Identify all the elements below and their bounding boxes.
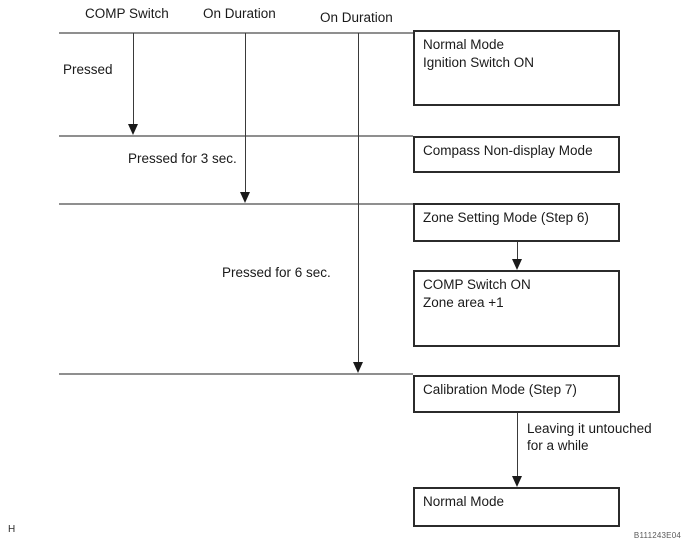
box-text-line1: COMP Switch ON [423, 277, 531, 292]
box-compass-non-display: Compass Non-display Mode [413, 136, 620, 173]
arrow-shaft [517, 242, 518, 262]
arrow-pressed-3sec [240, 33, 251, 203]
timeline-rule-3 [59, 203, 413, 205]
box-text-line1: Normal Mode [423, 37, 505, 52]
label-leaving-untouched-line2: for a while [527, 438, 589, 454]
box-text-line1: Compass Non-display Mode [423, 143, 593, 158]
timeline-rule-1 [59, 32, 413, 34]
label-pressed-6sec: Pressed for 6 sec. [222, 265, 331, 280]
box-text-line2: Ignition Switch ON [423, 54, 535, 70]
arrow-calibration-to-normal [512, 413, 523, 487]
column-label-comp-switch: COMP Switch [85, 6, 169, 21]
box-text-line1: Normal Mode [423, 494, 505, 509]
arrowhead-down-icon [240, 192, 250, 203]
arrowhead-down-icon [353, 362, 363, 373]
box-text-line1: Zone Setting Mode (Step 6) [423, 210, 589, 225]
arrow-shaft [358, 33, 359, 364]
label-leaving-untouched-line1: Leaving it untouched [527, 421, 652, 436]
label-pressed: Pressed [63, 62, 113, 77]
figure-id: B111243E04 [633, 531, 681, 540]
arrow-shaft [517, 413, 518, 479]
arrowhead-down-icon [512, 476, 522, 487]
column-label-on-duration-2: On Duration [320, 10, 393, 25]
box-normal-mode-top: Normal Mode Ignition Switch ON [413, 30, 620, 106]
arrowhead-down-icon [512, 259, 522, 270]
box-zone-setting: Zone Setting Mode (Step 6) [413, 203, 620, 242]
column-label-on-duration-1: On Duration [203, 6, 276, 21]
box-text-line1: Calibration Mode (Step 7) [423, 382, 577, 397]
arrow-shaft [245, 33, 246, 194]
label-pressed-3sec: Pressed for 3 sec. [128, 151, 237, 166]
arrow-pressed [128, 33, 139, 135]
arrow-shaft [133, 33, 134, 126]
label-leaving-untouched: Leaving it untouched for a while [527, 420, 652, 455]
page-marker: H [8, 524, 16, 535]
box-text-line2: Zone area +1 [423, 294, 504, 310]
arrowhead-down-icon [128, 124, 138, 135]
box-comp-switch-on: COMP Switch ON Zone area +1 [413, 270, 620, 347]
arrow-zone-to-comp [512, 242, 523, 270]
box-normal-mode-bottom: Normal Mode [413, 487, 620, 527]
timeline-rule-4 [59, 373, 413, 375]
box-calibration: Calibration Mode (Step 7) [413, 375, 620, 413]
timeline-rule-2 [59, 135, 413, 137]
arrow-pressed-6sec [353, 33, 364, 373]
